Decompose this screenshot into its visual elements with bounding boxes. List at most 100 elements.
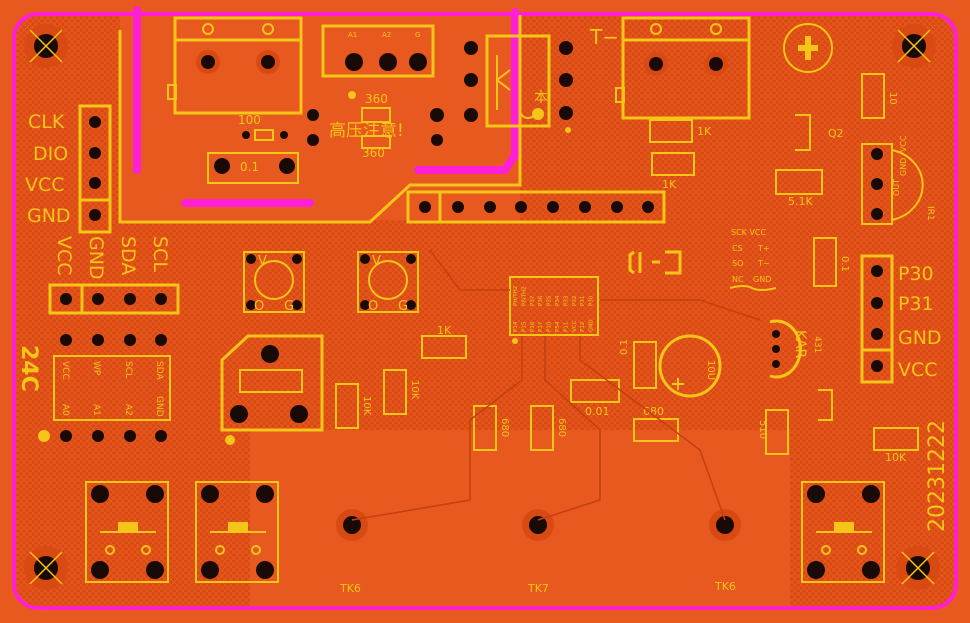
- ic-pin-label: P16: [530, 321, 536, 332]
- dio-label: DIO: [33, 143, 68, 165]
- r5k1-label: 5.1K: [788, 195, 813, 208]
- r1k-b-label: 1K: [662, 178, 677, 191]
- thermo-tminus: T−: [757, 259, 770, 268]
- resistor-1k-b: [651, 152, 695, 176]
- resistor-680-c: [633, 418, 679, 442]
- switch-3[interactable]: [801, 481, 885, 583]
- switch-2[interactable]: [195, 481, 279, 583]
- header-i2c: [48, 283, 180, 315]
- electrolytic-small: [783, 23, 833, 73]
- t-minus-label: T−: [589, 25, 619, 49]
- cap-0-01: [570, 379, 620, 403]
- ic-pin-label: P37: [530, 295, 536, 306]
- switch-1[interactable]: [85, 481, 169, 583]
- led-1-o: O: [254, 299, 264, 314]
- touch-pad-3[interactable]: [709, 509, 741, 541]
- i2c-sda-label: SDA: [117, 236, 139, 275]
- header-8pin: [406, 190, 666, 224]
- thermo-so: SO: [732, 259, 743, 268]
- ic-pin-label: P30: [589, 295, 595, 306]
- r1k-a-label: 1K: [697, 125, 712, 138]
- thermo-gnd: GND: [753, 275, 771, 284]
- eeprom-gnd: GND: [154, 396, 164, 417]
- ic-pin-label: P32: [572, 296, 578, 306]
- tk6-b-label: TK6: [714, 580, 736, 593]
- ir-receiver: [861, 143, 924, 225]
- hv-warning-text: 高压注意!: [329, 121, 404, 141]
- optotriac: 本: [485, 34, 573, 133]
- gnd-label: GND: [27, 205, 71, 227]
- ir-vcc-label: VCC: [899, 135, 908, 152]
- ir-label: IR1: [925, 206, 935, 221]
- q2-outline: [795, 114, 811, 151]
- hv-pads: [307, 41, 478, 146]
- eeprom-a2: A2: [123, 404, 133, 416]
- ir-out-label: OUT: [892, 179, 901, 196]
- thermo-tplus: T+: [757, 244, 770, 253]
- touch-pad-1[interactable]: [336, 509, 368, 541]
- r680-b-label: 680: [556, 418, 567, 437]
- r360-b-label: 360: [362, 146, 385, 160]
- clk-label: CLK: [28, 111, 65, 133]
- ic-pin-label: PH/TH2: [513, 286, 519, 306]
- terminal-block-left: [167, 16, 303, 115]
- cap-0-1: [207, 152, 299, 184]
- hv-isolation: [133, 6, 519, 207]
- eeprom-a1: A1: [91, 404, 101, 416]
- eeprom-24c: [38, 334, 171, 442]
- triac-a2: A2: [382, 31, 391, 39]
- resistor-10: [861, 73, 885, 119]
- r10k-c-label: 10K: [885, 451, 907, 464]
- c01-label: 0.1: [240, 160, 259, 174]
- ic-pin-label: P34: [555, 295, 561, 306]
- c001-label: 0.01: [585, 405, 610, 418]
- touch-area: [250, 430, 790, 610]
- electrolytic-10u: [658, 334, 722, 398]
- led-1-g: G: [284, 299, 294, 314]
- resistor-1k-a: [649, 119, 693, 143]
- q2-label: Q2: [828, 127, 844, 140]
- ic-pin-label: P17: [538, 321, 544, 332]
- r360-a-label: 360: [365, 92, 388, 106]
- tk6-a-label: TK6: [339, 582, 361, 595]
- transistor-small: [818, 389, 833, 421]
- board-outline: [12, 12, 958, 610]
- triac-footprint: A1 A2 G: [321, 24, 435, 99]
- led-2-o: O: [368, 299, 378, 314]
- cap-0-1-mid: [633, 341, 657, 389]
- opto-label: 本: [534, 90, 548, 106]
- ir-gnd-label: GND: [899, 158, 908, 176]
- header-right: [860, 254, 894, 384]
- mounting-holes: [24, 24, 940, 590]
- ic-pin-label: P33: [563, 295, 569, 306]
- tk7-label: TK7: [527, 582, 549, 595]
- c10u-label: 10U: [705, 360, 716, 380]
- cap-ic: [628, 250, 682, 275]
- led-2: V O G: [357, 251, 419, 314]
- led-1-v: V: [258, 254, 267, 269]
- resistor-10k-b: [383, 369, 407, 415]
- tl431-label: 431: [812, 336, 822, 353]
- voltage-regulator: [220, 334, 324, 445]
- eeprom-scl: SCL: [123, 361, 133, 378]
- r10k-b-label: 10K: [409, 380, 420, 400]
- ic-pin-label: VCC: [572, 320, 578, 332]
- ic-pin-label: P14: [513, 321, 519, 332]
- ic-pin-label: P54: [555, 321, 561, 332]
- mcu-ic: [509, 276, 599, 344]
- r510-label: 510: [757, 420, 768, 439]
- ic-pin-label: P36: [538, 295, 544, 306]
- ic-pin-label: P12: [580, 322, 586, 332]
- terminal-block-right: [615, 16, 751, 120]
- vcc-label: VCC: [25, 174, 65, 196]
- thermo-cs: CS: [732, 244, 743, 253]
- header-tm1637: [78, 104, 112, 234]
- date-label: 20231222: [925, 420, 950, 532]
- traces: [351, 249, 761, 521]
- kar-label: KAR: [792, 330, 808, 359]
- r680-a-label: 680: [499, 418, 510, 437]
- touch-pad-2[interactable]: [522, 509, 554, 541]
- r100-label: 100: [238, 113, 261, 127]
- triac-g: G: [415, 31, 420, 39]
